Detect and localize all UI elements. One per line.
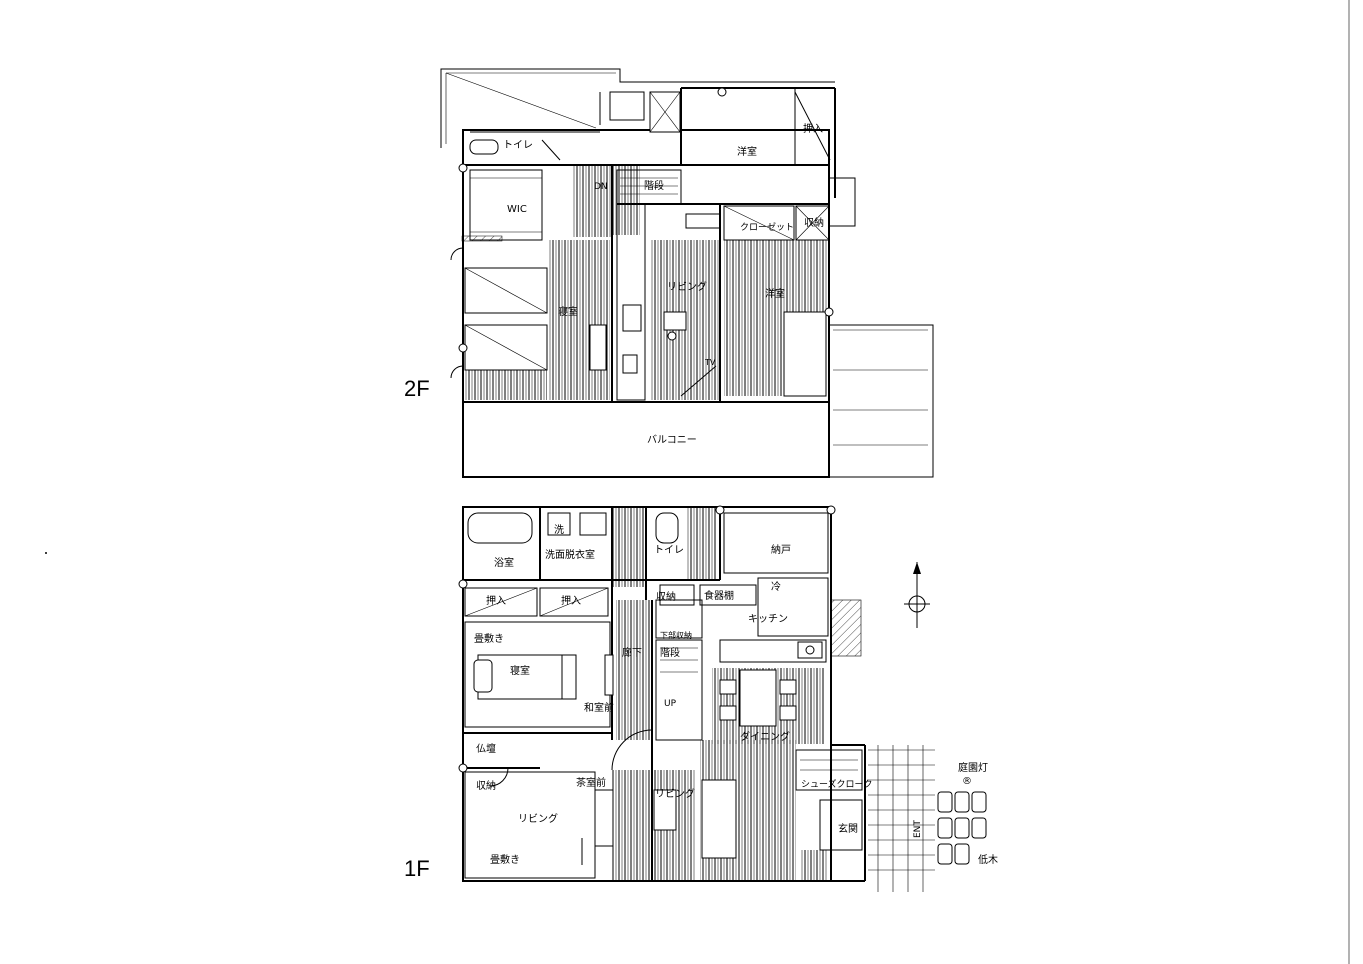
stairs-1f-label: 階段 [660, 646, 680, 659]
living-west-label: リビング [518, 812, 558, 825]
storage-a-label: 収納 [656, 590, 676, 603]
pantry-label: 納戸 [771, 543, 791, 556]
altar-label: 仏壇 [476, 742, 496, 755]
north-arrow-icon [904, 562, 930, 628]
closet-push-b-label: 押入 [561, 594, 581, 607]
up-label: UP [664, 699, 677, 709]
balcony-label: バルコニー [647, 434, 697, 446]
roof-outline-2f [440, 68, 835, 148]
toilet-1f-label: トイレ [654, 545, 684, 556]
entrance-label: 玄関 [838, 822, 858, 835]
floor-label-2f: 2F [404, 376, 430, 401]
storage-b-label: 収納 [476, 779, 496, 792]
floor-label-1f: 1F [404, 856, 430, 881]
wic-area [469, 169, 543, 241]
bedroom-2f-label: 寝室 [558, 305, 578, 318]
living-center-label: リビング [655, 787, 695, 800]
closet-push-a-label: 押入 [486, 594, 506, 607]
under-stairs-label: 下部収納 [660, 630, 692, 640]
approach-grid [868, 745, 987, 892]
japanese-room-label: 和室前 [584, 701, 614, 714]
wic-label: WIC [507, 204, 527, 215]
kitchen-label: キッチン [748, 613, 788, 625]
down-label: DN [594, 182, 608, 192]
closet-label: クローゼット [740, 221, 794, 233]
fridge-label: 冷 [771, 580, 781, 593]
tea-room-label: 茶室前 [576, 776, 606, 789]
bedroom-1f-label: 寝室 [510, 664, 530, 677]
cupboard-label: 食器棚 [704, 589, 734, 602]
floor-2f: トイレ 洋室 押入 WIC DN 階段 クローゼット 収納 寝室 リビング 洋室… [404, 68, 934, 478]
bath-label: 浴室 [494, 556, 514, 569]
hallway-label: 廊下 [622, 646, 642, 659]
shrub-label: 低木 [978, 853, 998, 866]
toilet-2f-label: トイレ [503, 140, 533, 151]
bedroom-2f-floor [548, 240, 610, 400]
shoe-closet-label: シューズクローク [801, 778, 873, 790]
tatami-a-label: 畳敷き [474, 632, 504, 645]
closet-push-2f-label: 押入 [803, 122, 823, 135]
living-2f-label: リビング [667, 280, 707, 293]
dining-label: ダイニング [740, 730, 790, 743]
western-room-east-label: 洋室 [765, 287, 785, 300]
tv-label: TV [704, 358, 716, 367]
stairs-2f-label: 階段 [644, 179, 664, 192]
stray-dot [45, 552, 47, 554]
western-room-north-label: 洋室 [737, 145, 757, 158]
tatami-b-label: 畳敷き [490, 853, 520, 866]
washroom-label: 洗面脱衣室 [545, 548, 595, 561]
garden-light-mark: ® [962, 776, 972, 787]
floor-1f: 洗 トイレ 納戸 浴室 洗面脱衣室 押入 押入 収納 食器棚 冷 キッチン 畳敷… [404, 505, 998, 892]
approach-label: ENT [913, 820, 923, 838]
balcony-wall [462, 401, 830, 478]
storage-2f-label: 収納 [804, 216, 824, 229]
wash-mark-label: 洗 [554, 524, 564, 536]
garden-light-label: 庭園灯 [958, 761, 988, 774]
